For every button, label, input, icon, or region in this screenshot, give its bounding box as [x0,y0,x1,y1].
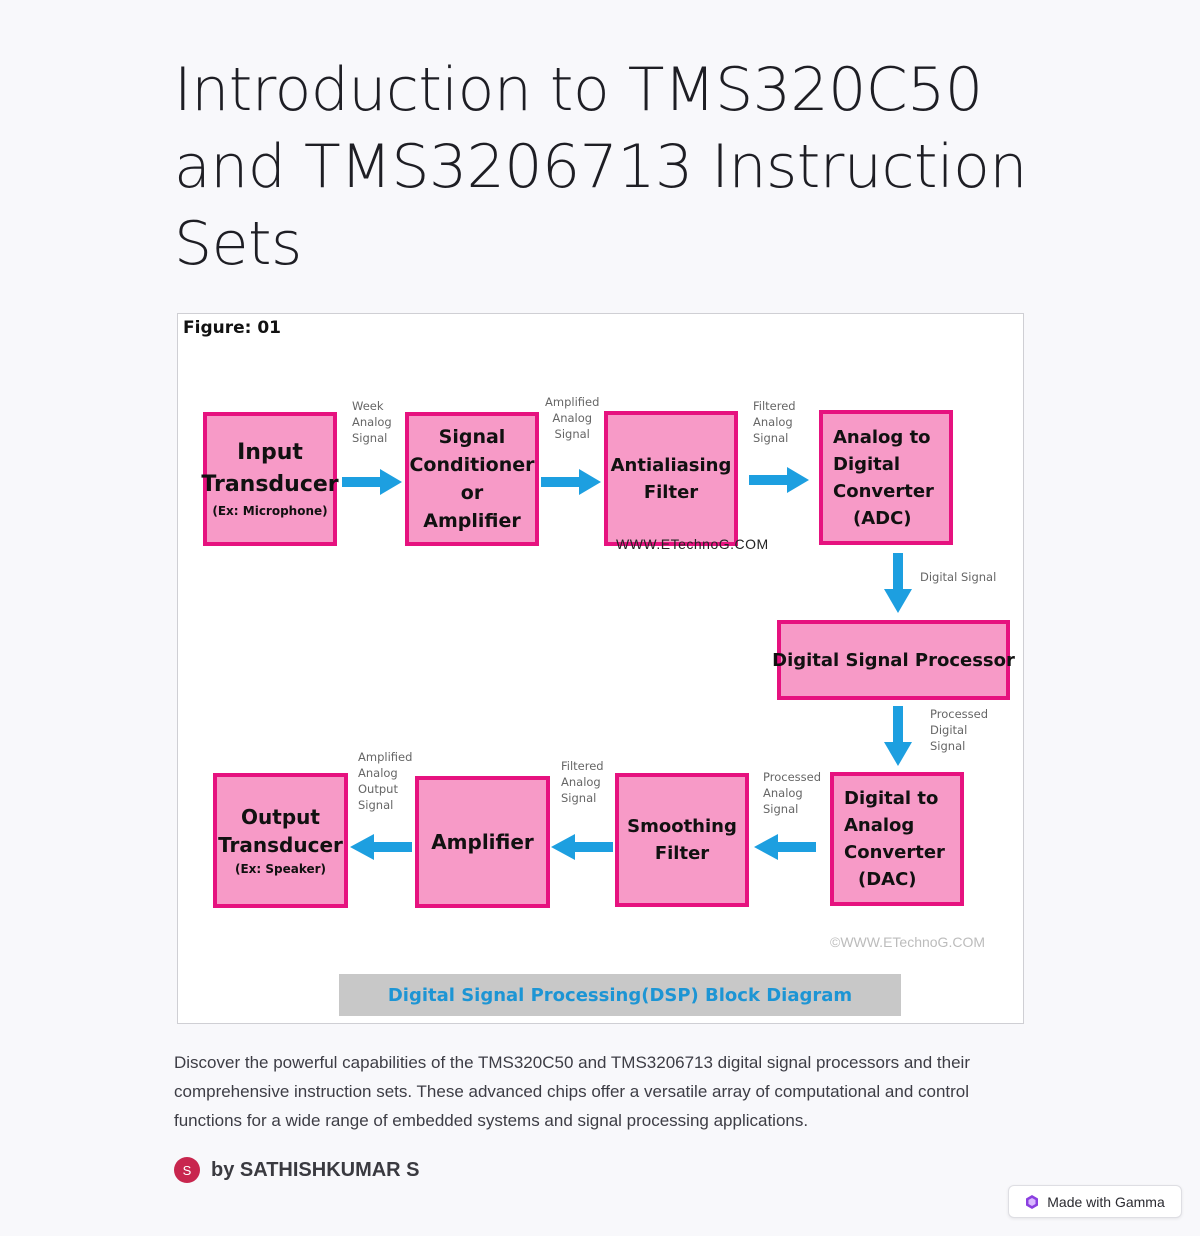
signal-label-digital: Digital Signal [920,570,997,584]
signal-label-filtered-analog: Filtered Analog Signal [753,399,796,445]
arrow-right-icon [541,469,601,495]
arrow-left-icon [350,834,412,860]
watermark-center: WWW.ETechnoG.COM [616,536,769,552]
output-transducer-block: Output Transducer (Ex: Speaker) [213,773,348,908]
dsp-block-diagram-figure: Figure: 01 Input Transducer (Ex: Microph… [177,313,1024,1024]
arrow-right-icon [342,469,402,495]
figure-label: Figure: 01 [183,318,281,338]
watermark-corner: ©WWW.ETechnoG.COM [830,934,985,950]
signal-conditioner-block: Signal Conditioner or Amplifier [405,412,539,546]
gamma-logo-icon [1025,1194,1039,1209]
avatar: S [174,1157,200,1183]
made-with-gamma-badge[interactable]: Made with Gamma [1008,1185,1182,1218]
dac-block: Digital to Analog Converter (DAC) [830,772,964,906]
antialiasing-filter-block: Antialiasing Filter [604,411,738,546]
dsp-block: Digital Signal Processor [772,620,1015,700]
figure-caption: Digital Signal Processing(DSP) Block Dia… [339,974,901,1016]
arrow-right-icon [749,467,809,493]
input-transducer-block: Input Transducer (Ex: Microphone) [201,412,339,546]
arrow-left-icon [754,834,816,860]
arrow-left-icon [551,834,613,860]
adc-block: Analog to Digital Converter (ADC) [819,410,953,545]
author-name: by SATHISHKUMAR S [211,1158,420,1181]
signal-label-filtered-analog-2: Filtered Analog Signal [561,759,604,805]
signal-label-amplified-analog-output: Amplified Analog Output Signal [358,750,413,812]
gamma-badge-text: Made with Gamma [1047,1193,1165,1210]
signal-label-amplified-analog: Amplified Analog Signal [545,395,600,441]
arrow-down-icon [884,706,912,766]
signal-label-week-analog: Week Analog Signal [352,399,392,445]
page-title: Introduction to TMS320C50 and TMS3206713… [174,55,1027,279]
signal-label-processed-digital: Processed Digital Signal [930,707,988,753]
description-text: Discover the powerful capabilities of th… [174,1053,970,1130]
amplifier-block: Amplifier [415,776,550,908]
smoothing-filter-block: Smoothing Filter [615,773,749,907]
arrow-down-icon [884,553,912,613]
author-byline: S by SATHISHKUMAR S [174,1157,420,1183]
signal-label-processed-analog: Processed Analog Signal [763,770,821,816]
